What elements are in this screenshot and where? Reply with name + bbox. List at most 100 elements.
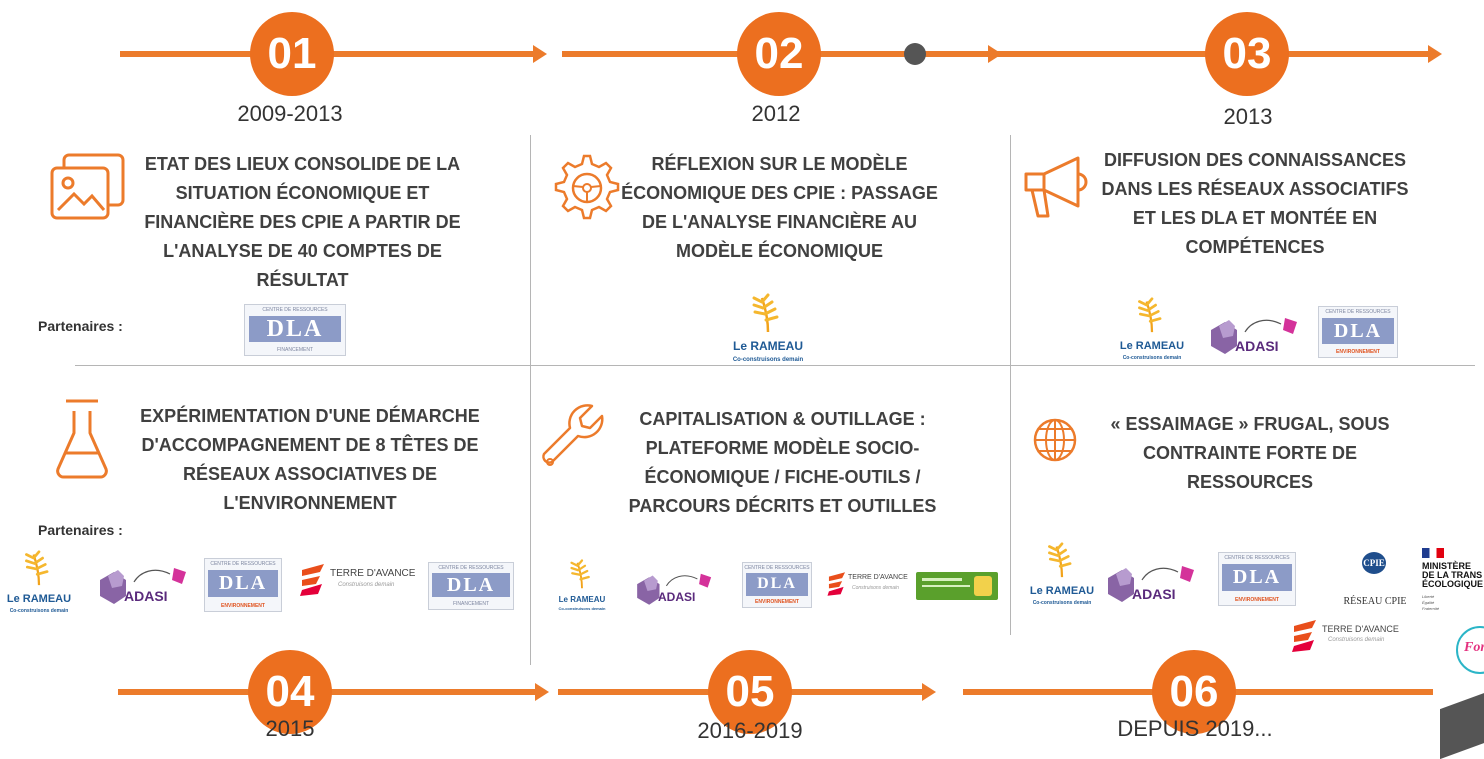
column-divider	[1010, 135, 1011, 635]
terre-davance-sub: Construisons demain	[1328, 637, 1385, 643]
wheat-icon	[25, 550, 49, 586]
dla-logo-text: DLA	[1322, 318, 1394, 344]
dla-logo-sub: ENVIRONNEMENT	[1235, 597, 1279, 603]
dla-logo-sub: ENVIRONNEMENT	[755, 599, 799, 605]
globe-icon	[1026, 414, 1084, 475]
megaphone-icon	[1020, 152, 1092, 227]
step-year-06: DEPUIS 2019...	[1117, 716, 1273, 741]
ministere-line-3: ÉCOLOGIQUE	[1422, 579, 1484, 589]
row-divider	[75, 365, 1475, 366]
le-rameau-name: Le RAMEAU	[732, 339, 803, 353]
corner-decoration	[1440, 690, 1484, 759]
terre-davance-sub: Construisons demain	[852, 585, 899, 591]
step-number-03: 03	[1205, 12, 1289, 96]
dla-logo-sub: FINANCEMENT	[276, 347, 314, 353]
adasi-logo: ADASI	[94, 562, 194, 607]
image-icon	[48, 150, 128, 227]
le-rameau-name: Le RAMEAU	[6, 593, 72, 605]
terre-davance-logo: TERRE D'AVANCE Construisons demain	[826, 570, 918, 604]
step-description-06: « ESSAIMAGE » FRUGAL, SOUS CONTRAINTE FO…	[1110, 414, 1390, 492]
terre-davance-logo: TERRE D'AVANCE Construisons demain	[298, 562, 418, 602]
dla-logo-text: DLA	[1222, 564, 1292, 592]
dla-logo-text: DLA	[432, 573, 510, 598]
step-number-01: 01	[250, 12, 334, 96]
le-rameau-name: Le RAMEAU	[1119, 340, 1185, 352]
step-description-01: ETAT DES LIEUX CONSOLIDE DE LA SITUATION…	[144, 154, 461, 290]
wheat-icon	[1048, 542, 1072, 578]
ministere-line-2: DE LA TRANS	[1422, 570, 1483, 580]
le-rameau-logo: Le RAMEAU Co-construisons demain	[1112, 295, 1192, 361]
dla-logo-text: DLA	[745, 572, 809, 596]
step-description-04: EXPÉRIMENTATION D'UNE DÉMARCHE D'ACCOMPA…	[140, 406, 480, 513]
dla-logo: CENTRE DE RESSOURCES DLA ENVIRONNEMENT	[1218, 552, 1296, 606]
dla-logo: CENTRE DE RESSOURCES DLA FINANCEMENT	[428, 562, 514, 610]
le-rameau-sub: Co-construisons demain	[1122, 355, 1182, 361]
dla-logo: CENTRE DE RESSOURCES DLA ENVIRONNEMENT	[1318, 306, 1398, 358]
dla-logo: CENTRE DE RESSOURCES DLA FINANCEMENT	[244, 304, 346, 356]
dla-logo-sub: FINANCEMENT	[452, 601, 490, 607]
adasi-logo: ADASI	[1102, 560, 1202, 605]
dla-logo: CENTRE DE RESSOURCES DLA ENVIRONNEMENT	[204, 558, 282, 612]
fonda-logo: Fonda	[1456, 626, 1484, 674]
le-rameau-logo: Le RAMEAU Co-construisons demain	[718, 292, 818, 363]
dla-logo-text: DLA	[208, 570, 278, 598]
step-description-02: RÉFLEXION SUR LE MODÈLE ÉCONOMIQUE DES C…	[621, 154, 938, 261]
french-flag-icon	[1422, 548, 1444, 558]
adasi-text: ADASI	[658, 590, 696, 604]
cpie-mark: CPIE	[1362, 552, 1386, 574]
timeline-dot	[904, 43, 926, 65]
wheat-icon	[1138, 297, 1162, 333]
dla-logo: CENTRE DE RESSOURCES DLA ENVIRONNEMENT	[742, 562, 812, 608]
ministere-motto: Liberté Égalité Fraternité	[1422, 594, 1440, 611]
step-description-05: CAPITALISATION & OUTILLAGE : PLATEFORME …	[628, 409, 937, 516]
arrow-head	[1428, 45, 1442, 63]
ministere-logo: MINISTÈRE DE LA TRANS ÉCOLOGIQUE Liberté…	[1420, 548, 1484, 628]
adasi-text: ADASI	[1132, 586, 1176, 602]
step-year-03: 2013	[1223, 104, 1273, 129]
step-number-06: 06	[1152, 650, 1236, 734]
le-rameau-name: Le RAMEAU	[558, 595, 606, 604]
dla-logo-top: CENTRE DE RESSOURCES	[438, 565, 504, 571]
terre-davance-mark	[1292, 620, 1316, 652]
le-rameau-name: Le RAMEAU	[1029, 585, 1095, 597]
adasi-logo: ADASI	[632, 568, 718, 608]
step-number-04: 04	[248, 650, 332, 734]
wheat-icon	[570, 559, 590, 589]
step-number-05: 05	[708, 650, 792, 734]
terre-davance-mark	[827, 572, 846, 596]
dla-logo-top: CENTRE DE RESSOURCES	[744, 565, 810, 571]
arrow-head	[988, 45, 1002, 63]
step-year-05: 2016-2019	[697, 718, 803, 743]
dla-logo-top: CENTRE DE RESSOURCES	[1224, 555, 1290, 561]
le-rameau-sub: Co-construisons demain	[732, 357, 804, 363]
terre-davance-text: TERRE D'AVANCE	[848, 574, 908, 581]
step-year-04: 2015	[265, 716, 315, 741]
dla-logo-top: CENTRE DE RESSOURCES	[262, 307, 328, 313]
le-rameau-logo: Le RAMEAU Co-construisons demain	[1020, 540, 1104, 606]
le-rameau-logo: Le RAMEAU Co-construisons demain	[0, 548, 78, 614]
plateforme-logo	[916, 572, 998, 600]
adasi-logo: ADASI	[1205, 312, 1305, 357]
le-rameau-sub: Co-construisons demain	[9, 608, 69, 614]
arrow-head	[922, 683, 936, 701]
partners-label: Partenaires :	[38, 318, 123, 334]
reseau-cpie-text: RÉSEAU CPIE	[1343, 596, 1407, 607]
le-rameau-sub: Co-construisons demain	[558, 606, 606, 611]
wheat-icon	[752, 293, 779, 333]
dla-logo-sub: ENVIRONNEMENT	[221, 603, 265, 609]
adasi-text: ADASI	[124, 588, 168, 604]
le-rameau-logo: Le RAMEAU Co-construisons demain	[552, 558, 612, 611]
dla-logo-top: CENTRE DE RESSOURCES	[1325, 309, 1391, 315]
terre-davance-text: TERRE D'AVANCE	[330, 568, 416, 579]
le-rameau-sub: Co-construisons demain	[1032, 600, 1092, 606]
arrow-head	[535, 683, 549, 701]
flask-icon	[52, 397, 112, 486]
arrow-head	[533, 45, 547, 63]
adasi-text: ADASI	[1235, 338, 1279, 354]
terre-davance-sub: Construisons demain	[338, 582, 395, 588]
wrench-icon	[538, 400, 608, 477]
ministere-line-1: MINISTÈRE	[1422, 561, 1472, 571]
gear-icon	[552, 150, 622, 225]
terre-davance-logo: TERRE D'AVANCE Construisons demain	[1290, 618, 1420, 658]
terre-davance-text: TERRE D'AVANCE	[1322, 624, 1399, 634]
